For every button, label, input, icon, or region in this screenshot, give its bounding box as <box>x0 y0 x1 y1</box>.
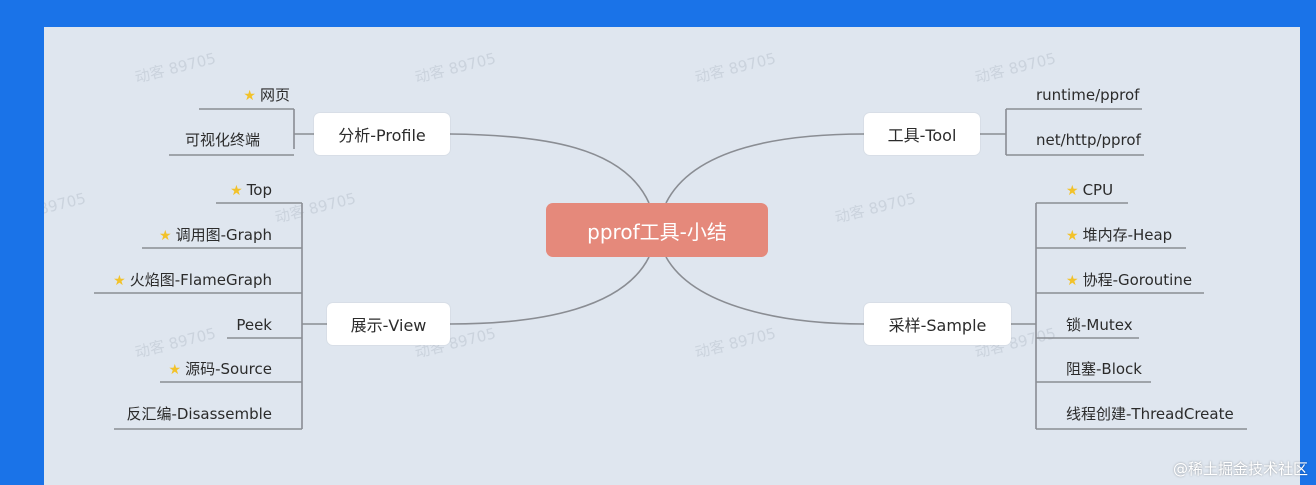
leaf-sample-mutex: 锁-Mutex <box>1066 316 1133 334</box>
leaf-sample-threadcreate: 线程创建-ThreadCreate <box>1066 405 1234 423</box>
connector-center-tool <box>665 133 865 204</box>
leaf-tool-runtime-pprof: runtime/pprof <box>1036 86 1140 104</box>
leaf-sample-cpu: ★CPU <box>1066 181 1114 199</box>
branch-tool: 工具-Tool <box>864 113 980 155</box>
branch-profile: 分析-Profile <box>314 113 450 155</box>
leaf-sample-goroutine: ★协程-Goroutine <box>1066 271 1193 289</box>
connector-center-sample <box>665 256 865 325</box>
branch-view: 展示-View <box>327 303 450 345</box>
connector-center-view <box>449 256 650 325</box>
leaf-sample-block: 阻塞-Block <box>1066 360 1142 378</box>
leaf-view-flamegraph: ★火焰图-FlameGraph <box>113 271 272 289</box>
leaf-view-source: ★源码-Source <box>168 360 273 378</box>
star-icon: ★ <box>113 273 126 289</box>
leaf-view-top: ★Top <box>230 181 272 199</box>
bracket-profile <box>169 108 314 156</box>
star-icon: ★ <box>159 228 172 244</box>
source-credit: @稀土掘金技术社区 <box>1172 460 1308 478</box>
star-icon: ★ <box>1066 228 1079 244</box>
leaf-view-disassemble: 反汇编-Disassemble <box>126 405 272 423</box>
connector-center-profile <box>449 133 650 204</box>
mindmap-canvas: 动客 89705 动客 89705 动客 89705 动客 89705 动客 8… <box>44 27 1300 485</box>
connector-lines <box>94 108 1247 430</box>
star-icon: ★ <box>168 362 182 378</box>
central-topic: pprof工具-小结 <box>546 203 768 257</box>
star-icon: ★ <box>243 88 256 104</box>
bracket-sample <box>1011 203 1037 429</box>
leaf-tool-net-http-pprof: net/http/pprof <box>1036 131 1141 149</box>
bracket-view <box>301 203 327 429</box>
star-icon: ★ <box>1066 183 1079 199</box>
star-icon: ★ <box>1066 273 1079 289</box>
leaf-view-peek: Peek <box>236 316 272 334</box>
leaf-view-graph: ★调用图-Graph <box>159 226 272 244</box>
leaf-sample-heap: ★堆内存-Heap <box>1066 226 1173 244</box>
leaf-profile-web: ★网页 <box>243 86 290 104</box>
star-icon: ★ <box>230 183 243 199</box>
bracket-tool <box>980 108 1144 156</box>
branch-sample: 采样-Sample <box>864 303 1011 345</box>
leaf-profile-terminal: 可视化终端 <box>184 131 260 149</box>
